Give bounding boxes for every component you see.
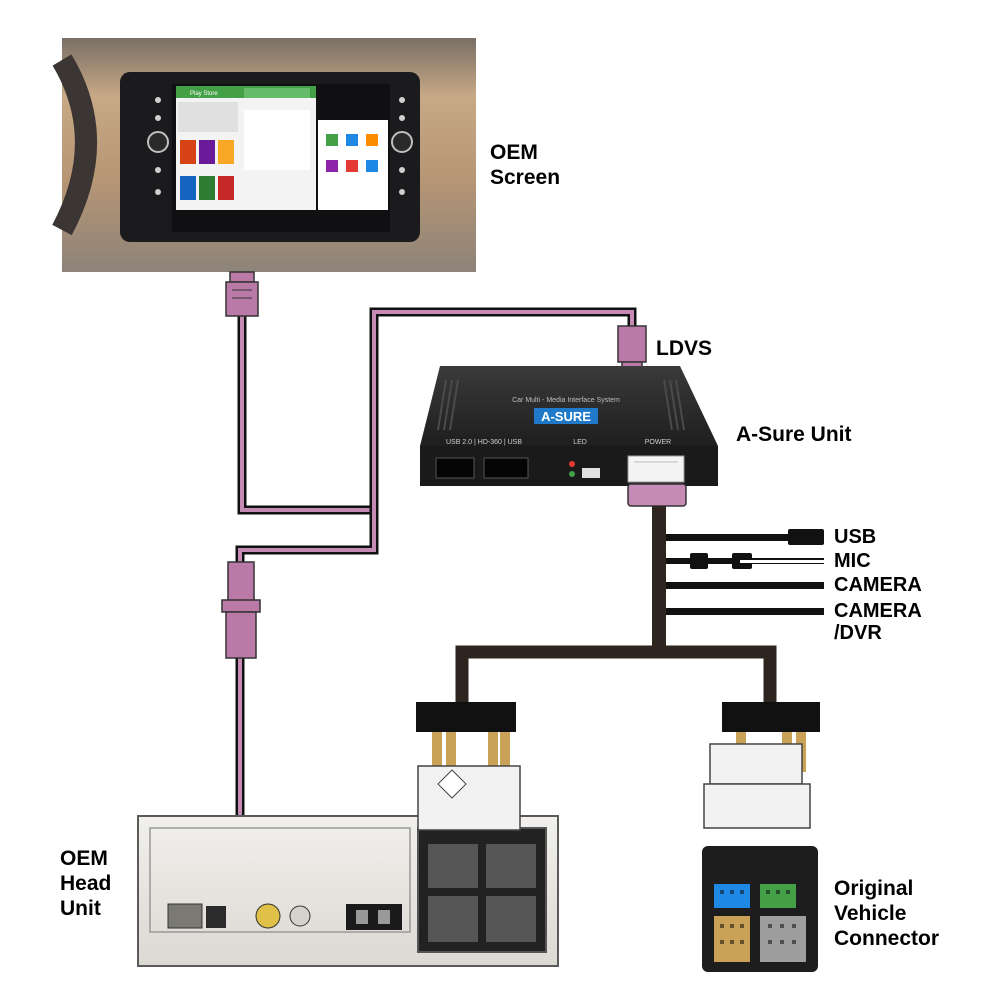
- oem-head-unit-label: OEM Head Unit: [60, 847, 112, 920]
- ldvs-label: LDVS: [656, 337, 713, 360]
- screen-lvds-connector: [225, 271, 259, 317]
- port-usb-label: USB 2.0 | HD-360 | USB: [446, 439, 522, 446]
- original-vehicle-connector-label: Original Vehicle Connector: [834, 877, 939, 950]
- oem-screen-photo: Play Store: [52, 38, 476, 272]
- harness-plug-right: [703, 702, 820, 829]
- mic-label: MIC: [834, 550, 871, 572]
- usb-cable: [666, 529, 824, 545]
- power-plug: [627, 483, 687, 507]
- mic-cable: [666, 553, 824, 569]
- ldvs-connector: [617, 325, 647, 373]
- screen-app-title: Play Store: [190, 91, 218, 97]
- unit-brand-logo: A-SURE: [541, 409, 591, 424]
- original-vehicle-connector: [702, 846, 818, 972]
- oem-screen-label: OEM Screen: [490, 141, 561, 189]
- main-harness: [455, 506, 777, 706]
- oem-head-unit: [137, 815, 559, 967]
- inline-lvds-coupler: [221, 561, 261, 659]
- port-led-label: LED: [573, 439, 587, 446]
- camera-dvr-label: CAMERA /DVR: [834, 600, 922, 644]
- harness-plug-left: [416, 702, 521, 831]
- usb-label: USB: [834, 526, 877, 548]
- asure-unit: Car Multi - Media Interface System A-SUR…: [420, 366, 718, 486]
- unit-subtitle: Car Multi - Media Interface System: [512, 397, 620, 404]
- camera-label: CAMERA: [834, 574, 922, 596]
- camera-dvr-cable: [666, 608, 824, 615]
- camera-cable: [666, 582, 824, 589]
- port-power-label: POWER: [645, 439, 671, 446]
- asure-unit-label: A-Sure Unit: [736, 423, 852, 446]
